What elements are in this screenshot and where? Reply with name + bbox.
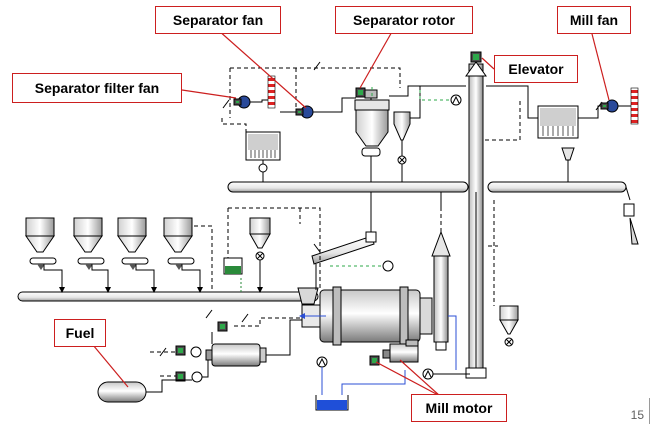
separator-filter-fan-label: Separator filter fan (12, 73, 182, 103)
separator-rotor-motor-icon (355, 87, 378, 99)
gas-damper-icon (217, 321, 228, 332)
burner-fan-icon (175, 345, 202, 358)
mill-fan-stack (630, 87, 639, 125)
callout-leaders (92, 29, 610, 397)
water-tank (315, 395, 349, 411)
separator-fan-icon (295, 105, 314, 119)
separator-rotor-label: Separator rotor (335, 6, 473, 34)
mill-outlet-column (431, 210, 451, 351)
page-number: 15 (630, 408, 644, 422)
separator-bag-filter (245, 131, 281, 182)
feed-silos (25, 217, 203, 293)
inclined-conveyor (311, 192, 394, 290)
elevator-motor-icon (470, 51, 482, 63)
separator (354, 90, 390, 182)
water-pump-icon (316, 356, 328, 368)
separator-filter-fan-icon (233, 95, 251, 109)
control-signal-lines (150, 67, 521, 377)
mill-motor-sensor-icon (369, 355, 380, 366)
additive-tank (223, 257, 243, 292)
mill-motor (382, 339, 419, 363)
product-silo (499, 305, 519, 347)
green-signal-lines (330, 84, 450, 267)
fuel-label: Fuel (54, 319, 106, 347)
separator-pump-icon (450, 94, 462, 106)
product-chute (623, 186, 639, 245)
elevator-label: Elevator (494, 55, 578, 83)
feed-silo (25, 217, 57, 270)
feed-silo (163, 217, 195, 270)
fuel-tank (97, 381, 147, 403)
mill-motor-label: Mill motor (411, 394, 507, 422)
ball-mill (301, 286, 433, 346)
feed-silo (117, 217, 149, 270)
separator-filter-stack (267, 75, 276, 109)
separator-fan-label: Separator fan (155, 6, 281, 34)
additive-silo (249, 217, 271, 293)
mill-feed-hopper (297, 287, 319, 305)
feed-silo (73, 217, 105, 270)
mill-fan-icon (600, 99, 619, 113)
mill-cooling-pump-icon (422, 368, 470, 380)
mill-bag-filter (537, 105, 579, 182)
lower-conveyor (17, 291, 319, 302)
fuel-pump-icon (175, 371, 203, 383)
hot-gas-generator (205, 343, 267, 367)
mill-fan-label: Mill fan (557, 6, 631, 34)
upper-conveyor (227, 181, 627, 193)
cyclone (393, 111, 411, 182)
damper-symbols (159, 61, 603, 357)
page-divider (649, 398, 650, 424)
